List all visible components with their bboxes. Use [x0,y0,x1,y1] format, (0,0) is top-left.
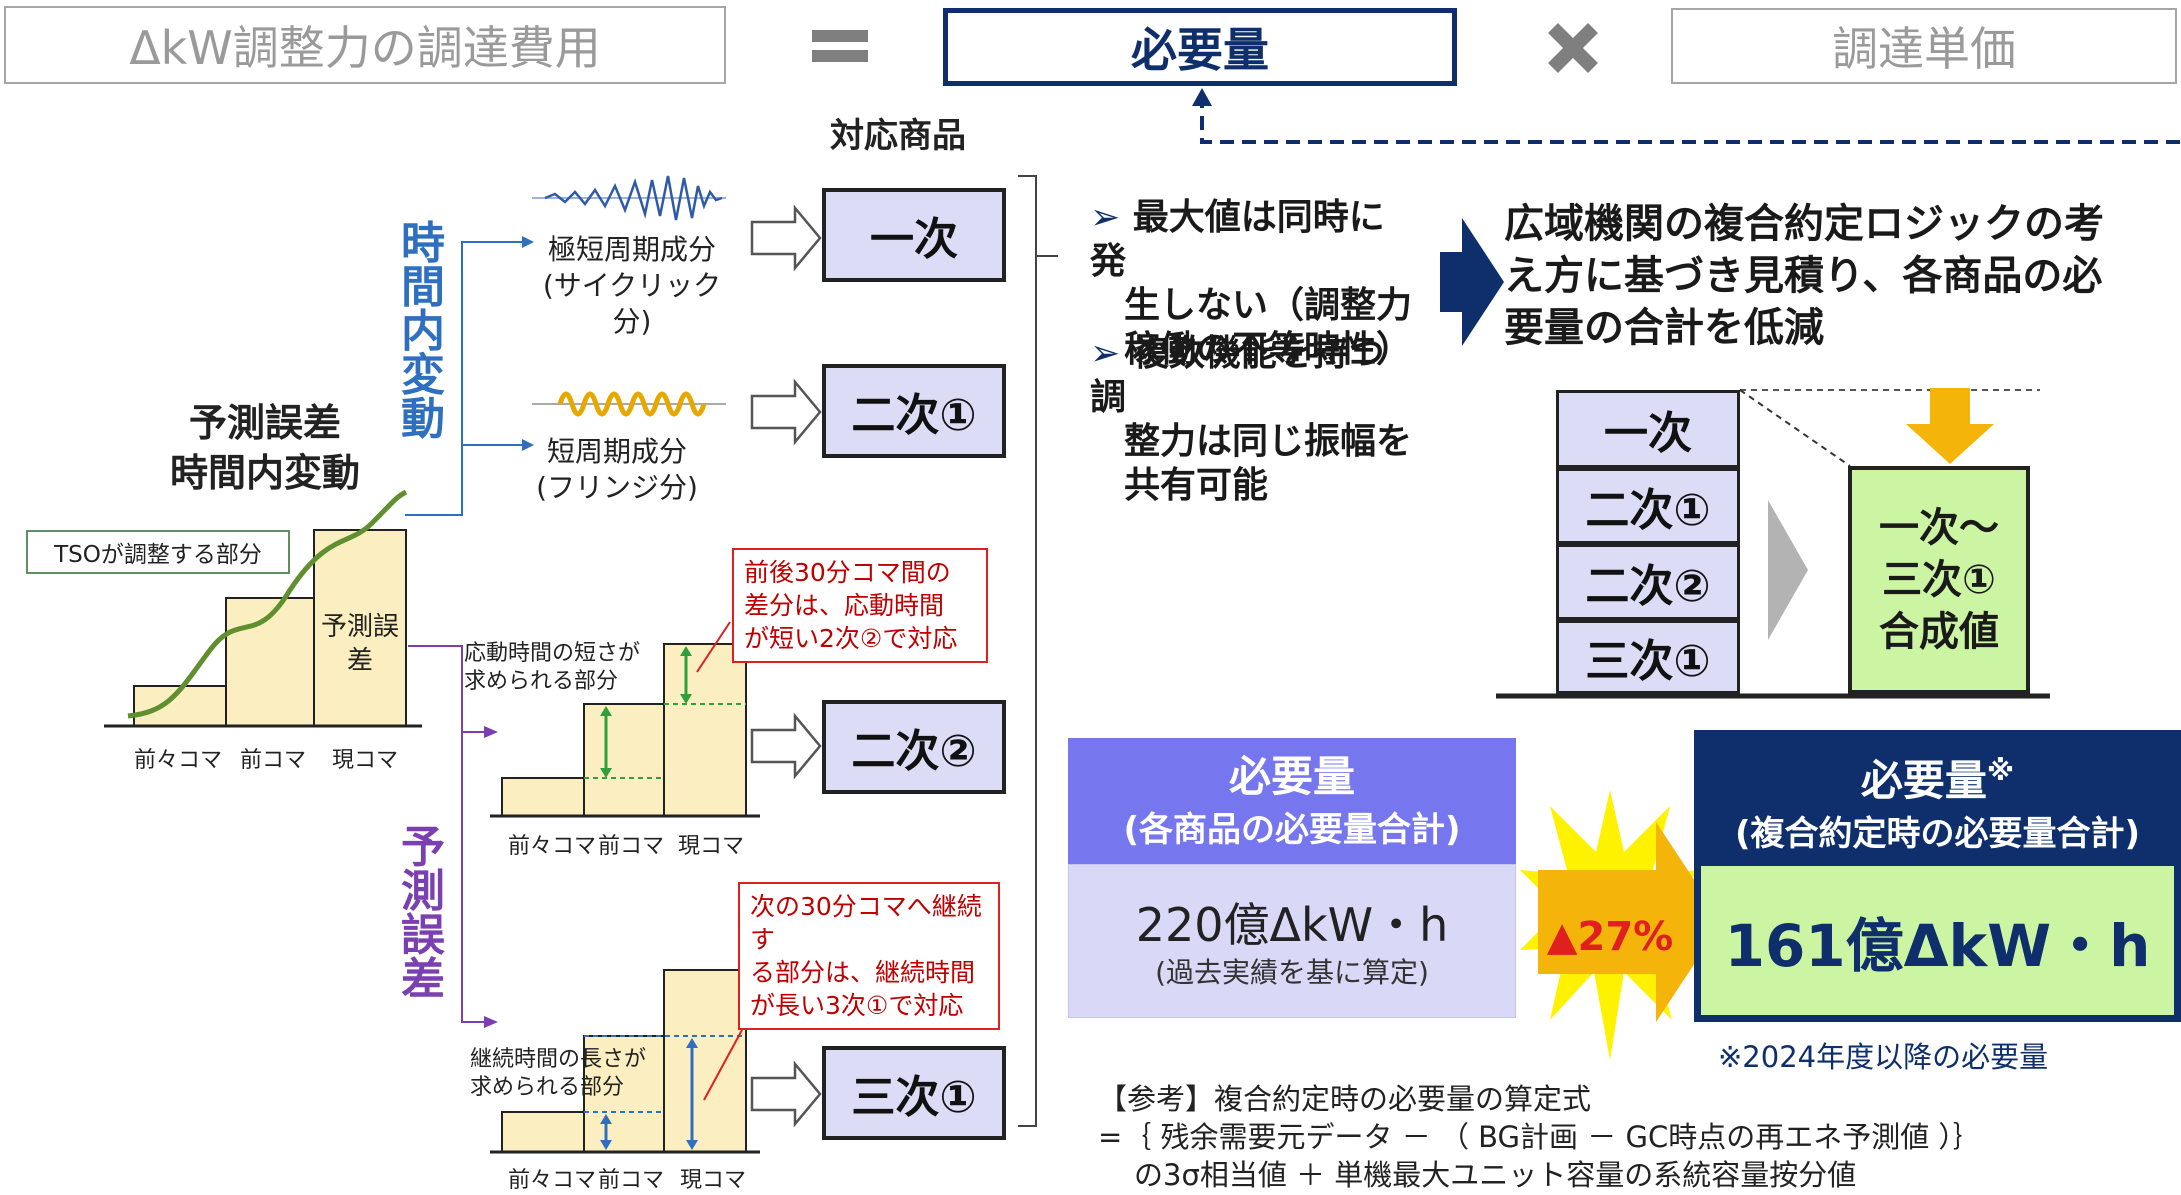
equals-sign-bottom [812,50,868,62]
conclusion-text: 広域機関の複合約定ロジックの考 え方に基づき見積り、各商品の必 要量の合計を低減 [1504,198,2144,354]
orange-right-arrow-icon [1538,822,1722,1022]
summary-right-header: 必要量※ (複合約定時の必要量合計) [1694,730,2181,866]
note-30min-line2: 差分は、応動時間 [744,591,945,620]
forecast-error-vertical-label: 予測誤差 [401,822,445,1005]
requirement-label: 必要量 [943,8,1457,86]
equals-sign-top [812,30,868,42]
axis-label-current: 現コマ [332,748,399,773]
fringe-wave-icon [532,391,726,417]
summary-footnote: ※2024年度以降の必要量 [1718,1040,2049,1074]
forecast-error-bar-label: 予測誤差 [320,612,399,676]
very-short-line2: (サイクリック分) [542,269,722,338]
stack-primary: 一次 [1556,390,1740,468]
stack-tertiary-1: 三次① [1556,620,1740,694]
note-continue-line3: が長い3次①で対応 [750,991,964,1020]
mid-axis-label-prev: 前コマ [598,834,665,859]
duration-long-line2: 求められる部分 [470,1075,625,1100]
combined-value-box: 一次～ 三次① 合成値 [1848,466,2030,694]
formula-title: 【参考】複合約定時の必要量の算定式 [1098,1082,1592,1116]
reduction-label: ▲27% [1546,914,1674,960]
forecast-title-line1: 予測誤差 [188,401,341,445]
summary-right-title: 必要量 [1860,756,1987,805]
very-short-line1: 極短周期成分 [547,233,716,266]
short-line2: (フリンジ分) [536,471,698,504]
bottom-axis-label-current: 現コマ [680,1168,747,1193]
tso-label: TSOが調整する部分 [26,530,290,574]
note-continue-line2: る部分は、継続時間 [750,958,976,987]
product-primary: 一次 [822,188,1006,282]
conclusion-line3: 要量の合計を低減 [1504,305,1824,351]
formula-line3: の3σ相当値 ＋ 単機最大ユニット容量の系統容量按分値 [1134,1158,1857,1192]
dashed-feedback-arrow [1192,88,2180,144]
summary-left-note: (過去実績を基に算定) [1155,956,1429,989]
summary-right-title-mark: ※ [1986,754,2015,787]
summary-left-value: 220億ΔkW・h [1135,898,1449,952]
product-tertiary-1: 三次① [822,1046,1006,1140]
bullet-2: ➢ 複数機能を持つ調 整力は同じ振幅を 共有可能 [1090,332,1420,508]
products-heading: 対応商品 [830,116,966,156]
axis-label-prev2: 前々コマ [134,748,223,773]
bottom-axis-label-prev2: 前々コマ [508,1168,597,1193]
note-30min-line3: が短い2次②で対応 [744,624,958,653]
unit-price-label: 調達単価 [1671,8,2177,84]
note-continue-line1: 次の30分コマへ継続す [750,892,982,954]
bullet-2-line3: 共有可能 [1124,465,1269,506]
mid-axis-label-prev2: 前々コマ [508,834,597,859]
summary-right-subtitle: (複合約定時の必要量合計) [1734,814,2141,854]
response-short-line2: 求められる部分 [464,669,619,694]
note-30min-difference: 前後30分コマ間の 差分は、応動時間 が短い2次②で対応 [732,548,988,663]
orange-down-arrow-icon [1906,388,1994,464]
cyclic-wave-icon [532,175,726,221]
summary-left-title: 必要量 [1228,752,1355,801]
note-30min-line1: 前後30分コマ間の [744,558,951,587]
bullet-2-line1: 複数機能を持つ調 [1090,333,1385,418]
bullet-1-line3: 稼働の不等時性） [1124,329,1413,370]
response-short-line1: 応動時間の短さが [464,641,641,666]
combined-line2: 三次① [1882,557,1996,603]
cost-label: ΔkW調整力の調達費用 [4,6,726,84]
time-variation-vertical-label: 時間内変動 [401,218,445,445]
summary-right-value: 161億ΔkW・h [1694,866,2181,1022]
summary-left-header: 必要量 (各商品の必要量合計) [1068,738,1516,864]
formula-line2: =｛ 残余需要元データ － （ BG計画 － GC時点の再エネ予測値 ）｝ [1098,1120,1982,1154]
conclusion-line2: え方に基づき見積り、各商品の必 [1504,253,2103,299]
bottom-axis-label-prev: 前コマ [598,1168,665,1193]
forecast-title: 予測誤差 時間内変動 [130,398,400,498]
product-secondary-2: 二次② [822,700,1006,794]
axis-label-prev: 前コマ [240,748,307,773]
bullet-1: ➢ 最大値は同時に発 生しない（調整力 稼働の不等時性） [1090,196,1420,372]
note-continue-next: 次の30分コマへ継続す る部分は、継続時間 が長い3次①で対応 [738,882,1000,1030]
summary-left-subtitle: (各商品の必要量合計) [1123,810,1461,850]
forecast-title-line2: 時間内変動 [169,451,360,495]
conclusion-line1: 広域機関の複合約定ロジックの考 [1504,201,2104,247]
duration-bar-chart [490,969,760,1154]
very-short-period-label: 極短周期成分 (サイクリック分) [532,232,732,340]
stack-secondary-1: 二次① [1556,468,1740,544]
duration-long-line1: 継続時間の長さが [470,1047,647,1072]
combined-line1: 一次～ [1879,505,1999,551]
short-period-label: 短周期成分 (フリンジ分) [532,434,702,506]
forecast-bar-chart [104,489,422,728]
product-secondary-1: 二次① [822,364,1006,458]
multiply-icon [1548,23,1598,73]
stack-diagram-lines [1496,389,2050,699]
navy-right-arrow-icon [1440,218,1504,346]
summary-left-body: 220億ΔkW・h (過去実績を基に算定) [1068,864,1516,1018]
short-line1: 短周期成分 [546,435,687,468]
left-diagram [104,175,1058,1154]
stack-secondary-2: 二次② [1556,544,1740,620]
mid-axis-label-current: 現コマ [678,834,745,859]
response-bar-chart [490,621,760,818]
bullet-1-line1: 最大値は同時に発 [1090,197,1385,282]
duration-long-label: 継続時間の長さが 求められる部分 [470,1046,646,1102]
bullet-1-line2: 生しない（調整力 [1124,285,1413,326]
response-short-label: 応動時間の短さが 求められる部分 [464,640,640,696]
combined-line3: 合成値 [1879,609,1999,655]
bullet-2-line2: 整力は同じ振幅を [1124,421,1413,462]
